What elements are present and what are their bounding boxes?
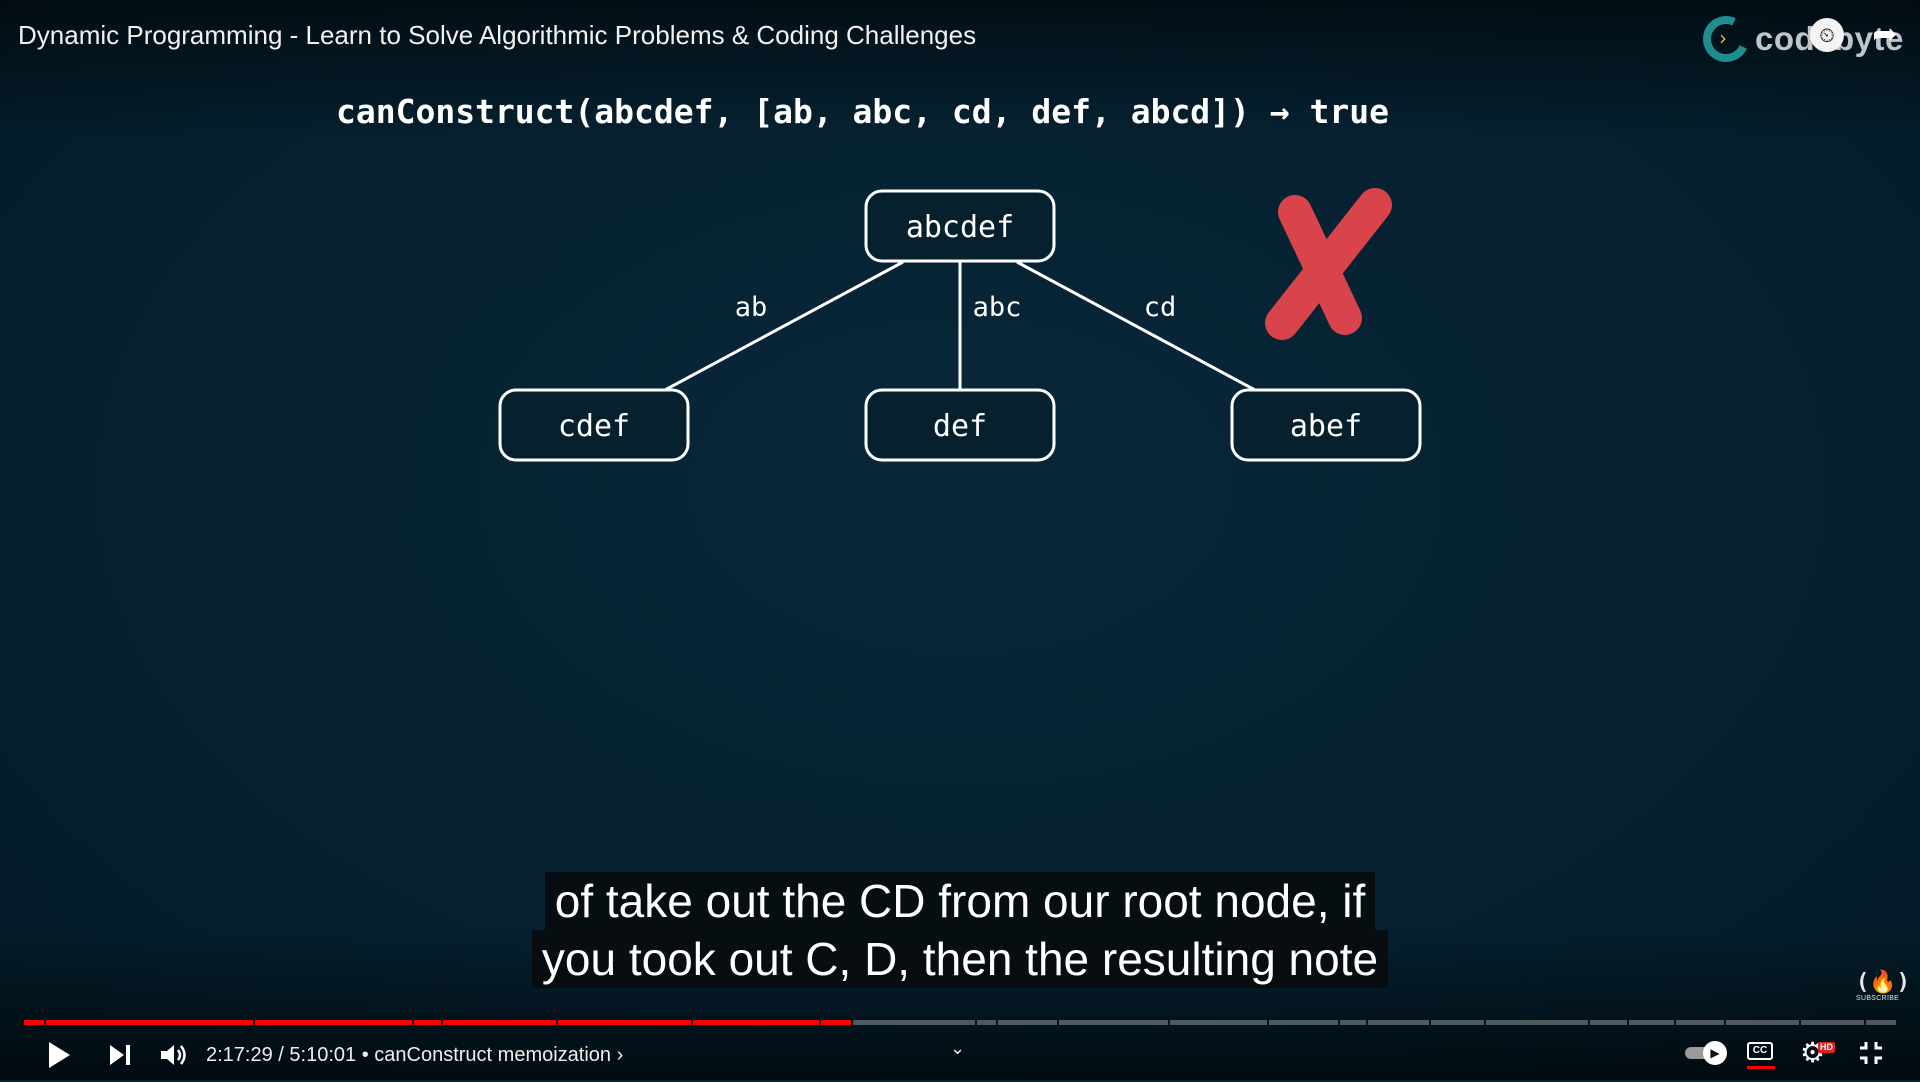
progress-chapter-segment[interactable] [1269, 1020, 1338, 1025]
progress-played-fill [443, 1020, 556, 1025]
progress-chapter-segment[interactable] [1486, 1020, 1588, 1025]
chapter-chevron-icon[interactable]: › [617, 1044, 624, 1066]
time-display: 2:17:29 / 5:10:01 • canConstruct memoiza… [206, 1038, 623, 1072]
next-icon [108, 1043, 132, 1067]
progress-chapter-segment[interactable] [443, 1020, 556, 1025]
fullscreen-button[interactable] [1858, 1040, 1884, 1066]
progress-played-fill [821, 1020, 851, 1025]
volume-button[interactable] [156, 1038, 190, 1072]
progress-played-fill [558, 1020, 691, 1025]
progress-played-fill [693, 1020, 819, 1025]
progress-chapter-segment[interactable] [998, 1020, 1057, 1025]
subscribe-badge-label: SUBSCRIBE [1856, 995, 1896, 1002]
red-cross-mark [1282, 205, 1375, 323]
chapter-title[interactable]: canConstruct memoization [374, 1044, 611, 1066]
tree-edge-label-cd: cd [1144, 292, 1177, 323]
time-current-duration: 2:17:29 / 5:10:01 [206, 1044, 356, 1066]
progress-chapter-segment[interactable] [1629, 1020, 1674, 1025]
caption-line-2: you took out C, D, then the resulting no… [532, 930, 1388, 988]
tree-edge-label-ab: ab [735, 292, 768, 323]
subscribe-badge[interactable]: (🔥) SUBSCRIBE [1856, 970, 1896, 1010]
progress-chapter-segment[interactable] [558, 1020, 691, 1025]
tree-edge-ab [665, 262, 903, 390]
caption-line-1: of take out the CD from our root node, i… [545, 872, 1376, 930]
progress-played-fill [255, 1020, 412, 1025]
progress-chapter-segment[interactable] [1431, 1020, 1484, 1025]
progress-chapter-segment[interactable] [977, 1020, 996, 1025]
hd-badge: HD [1818, 1042, 1835, 1053]
chevron-down-icon[interactable]: ⌄ [950, 1038, 965, 1059]
progress-chapter-segment[interactable] [46, 1020, 253, 1025]
progress-chapter-segment[interactable] [1866, 1020, 1896, 1025]
subscribe-badge-glyph: (🔥) [1856, 970, 1896, 995]
autoplay-play-icon: ▶ [1703, 1041, 1727, 1065]
next-button[interactable] [104, 1038, 136, 1072]
volume-icon [159, 1042, 187, 1068]
progress-played-fill [24, 1020, 44, 1025]
progress-chapter-segment[interactable] [1590, 1020, 1627, 1025]
progress-chapter-segment[interactable] [1170, 1020, 1267, 1025]
progress-chapter-segment[interactable] [1676, 1020, 1724, 1025]
play-button[interactable] [44, 1038, 74, 1072]
progress-chapter-segment[interactable] [853, 1020, 975, 1025]
tree-edge-label-abc: abc [973, 292, 1022, 323]
caption-window[interactable]: of take out the CD from our root node, i… [0, 872, 1920, 988]
progress-chapter-segment[interactable] [821, 1020, 851, 1025]
progress-chapter-segment[interactable] [1059, 1020, 1168, 1025]
progress-chapter-segment[interactable] [693, 1020, 819, 1025]
captions-active-indicator [1747, 1066, 1775, 1069]
tree-node-def-label: def [933, 409, 987, 444]
tree-node-abef-label: abef [1290, 409, 1362, 444]
progress-played-fill [414, 1020, 441, 1025]
autoplay-toggle[interactable]: ▶ [1685, 1043, 1727, 1063]
progress-played-fill [46, 1020, 253, 1025]
captions-button[interactable]: CC [1747, 1042, 1775, 1064]
progress-chapter-segment[interactable] [255, 1020, 412, 1025]
exit-fullscreen-icon [1858, 1040, 1884, 1066]
progress-chapter-segment[interactable] [414, 1020, 441, 1025]
play-icon [46, 1040, 72, 1070]
progress-chapter-segment[interactable] [1801, 1020, 1864, 1025]
progress-chapter-segment[interactable] [1340, 1020, 1366, 1025]
captions-icon: CC [1747, 1042, 1773, 1060]
tree-edge-cd [1017, 262, 1255, 390]
progress-chapter-segment[interactable] [24, 1020, 44, 1025]
tree-node-cdef-label: cdef [558, 409, 630, 444]
progress-bar[interactable] [24, 1020, 1896, 1025]
progress-chapter-segment[interactable] [1368, 1020, 1429, 1025]
tree-node-root-label: abcdef [906, 210, 1014, 245]
chapter-separator: • [362, 1044, 375, 1066]
progress-chapter-segment[interactable] [1726, 1020, 1799, 1025]
